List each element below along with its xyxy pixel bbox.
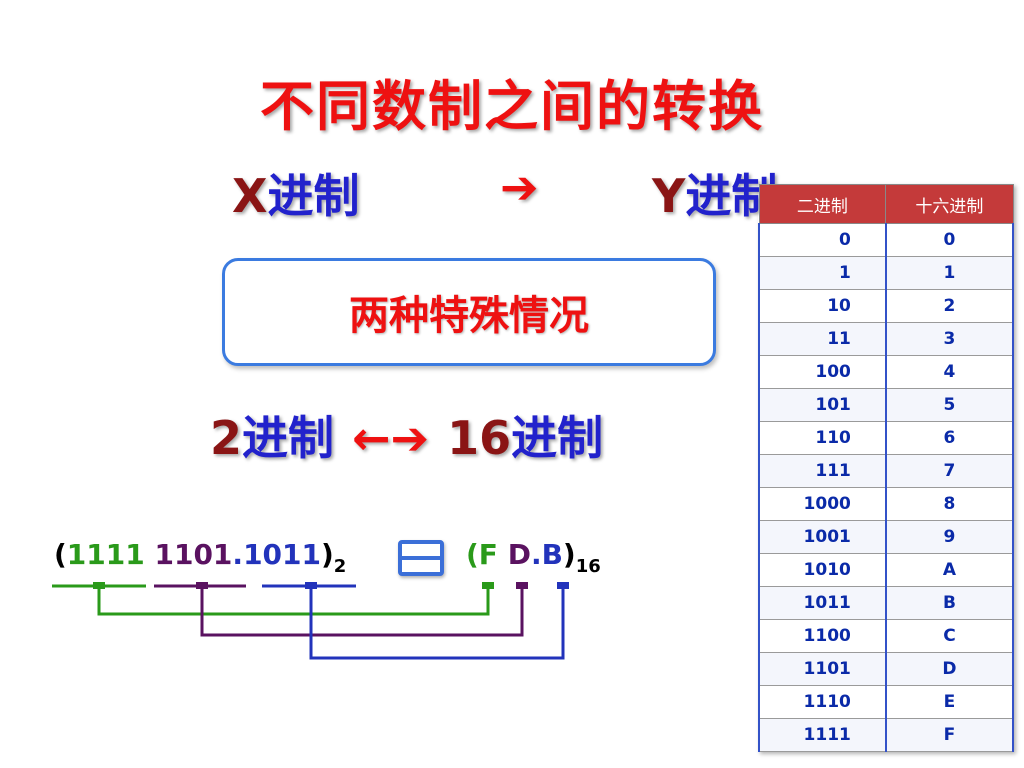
binary-base-subscript: 2 xyxy=(333,556,347,577)
hex-cell: 6 xyxy=(884,421,1015,455)
header-binary: 二进制 xyxy=(758,184,887,224)
binary-hex-conversion-label: 2进制←➔16进制 xyxy=(210,402,603,468)
close-paren: ) xyxy=(321,538,334,571)
binary-group-2: 1101 xyxy=(154,538,233,571)
binary-cell: 1100 xyxy=(758,619,887,653)
header-hex: 十六进制 xyxy=(885,184,1014,224)
hex-digit-d: D xyxy=(507,538,531,571)
hex-base-subscript: 16 xyxy=(575,556,601,577)
binary-cell: 11 xyxy=(758,322,887,356)
binary-point: . xyxy=(232,538,244,571)
hex-cell: 4 xyxy=(884,355,1015,389)
binary-cell: 1011 xyxy=(758,586,887,620)
hex-cell: A xyxy=(884,553,1015,587)
binary-suffix: 进制 xyxy=(242,411,335,465)
binary-cell: 1000 xyxy=(758,487,887,521)
right-arrow-icon: ➔ xyxy=(500,160,539,214)
hex-close-paren: ) xyxy=(562,538,576,571)
hex-cell: 1 xyxy=(884,256,1015,290)
connector-green xyxy=(97,586,490,616)
open-paren: ( xyxy=(54,538,67,571)
hex-cell: 7 xyxy=(884,454,1015,488)
hex-expression: (F D.B)16 xyxy=(466,538,601,577)
binary-cell: 101 xyxy=(758,388,887,422)
hex-cell: 5 xyxy=(884,388,1015,422)
hex-cell: 3 xyxy=(884,322,1015,356)
hex-cell: C xyxy=(884,619,1015,653)
hex-cell: F xyxy=(884,718,1015,752)
binary-cell: 1101 xyxy=(758,652,887,686)
x-base-label: X进制 xyxy=(232,160,359,226)
hex-digit-f: (F xyxy=(466,538,498,571)
hex-num: 16 xyxy=(447,411,512,465)
binary-group-3: 1011 xyxy=(243,538,321,571)
binary-group-1: 1111 xyxy=(66,538,145,571)
equals-sign-icon xyxy=(398,540,444,576)
hex-digit-b: B xyxy=(541,538,563,571)
binary-cell: 10 xyxy=(758,289,887,323)
connector-purple xyxy=(200,586,524,637)
hex-cell: 8 xyxy=(884,487,1015,521)
hex-cell: 2 xyxy=(884,289,1015,323)
binary-cell: 111 xyxy=(758,454,887,488)
special-cases-box: 两种特殊情况 xyxy=(222,258,716,366)
connector-blue xyxy=(309,586,565,660)
binary-cell: 110 xyxy=(758,421,887,455)
x-suffix: 进制 xyxy=(267,169,360,223)
binary-cell: 0 xyxy=(758,223,887,257)
binary-cell: 100 xyxy=(758,355,887,389)
hex-cell: E xyxy=(884,685,1015,719)
hex-point: . xyxy=(530,538,542,571)
page-title: 不同数制之间的转换 xyxy=(260,75,764,138)
hex-suffix: 进制 xyxy=(511,411,604,465)
binary-expression: (1111 1101.1011)2 xyxy=(54,538,346,577)
hex-cell: B xyxy=(884,586,1015,620)
binary-cell: 1111 xyxy=(758,718,887,752)
binary-cell: 1110 xyxy=(758,685,887,719)
double-arrow-icon: ←➔ xyxy=(352,411,430,465)
special-cases-text: 两种特殊情况 xyxy=(349,293,589,339)
hex-cell: 9 xyxy=(884,520,1015,554)
hex-cell: 0 xyxy=(884,223,1015,257)
x-letter: X xyxy=(232,169,268,223)
binary-num: 2 xyxy=(210,411,243,465)
hex-cell: D xyxy=(884,652,1015,686)
binary-cell: 1 xyxy=(758,256,887,290)
binary-cell: 1001 xyxy=(758,520,887,554)
y-letter: Y xyxy=(652,169,686,223)
binary-cell: 1010 xyxy=(758,553,887,587)
